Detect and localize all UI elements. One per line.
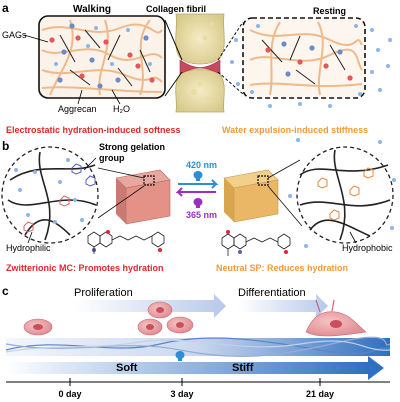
hydrophilic-network-chains	[7, 151, 97, 241]
walking-particles	[49, 23, 155, 89]
resting-particles	[250, 24, 362, 96]
gelation-pointer	[83, 157, 97, 171]
wavelength-420-label: 420 nm	[186, 160, 217, 170]
hydrophobic-label: Hydrophobic	[342, 243, 393, 253]
panel-a-letter: a	[2, 1, 9, 15]
purple-light-bulb-icon	[193, 198, 203, 208]
soft-label: Soft	[116, 362, 138, 374]
panel-b-letter: b	[2, 139, 9, 153]
band-wave-lines	[5, 336, 391, 358]
panel-c: c Proliferation Differentiation	[2, 284, 391, 399]
neutral-sp-caption: Neutral SP: Reduces hydration	[216, 263, 348, 273]
knee-joint-illustration	[175, 13, 225, 113]
day-0-label: 0 day	[58, 389, 81, 399]
zoom-line-right-bottom	[217, 71, 244, 95]
aggrecan-label: Aggrecan	[58, 104, 97, 114]
left-zoom-line-top	[97, 167, 145, 179]
soft-hydrogel-block	[115, 169, 171, 225]
zoom-line-right-top	[217, 21, 244, 61]
proliferating-cell-cluster	[137, 301, 194, 336]
right-zoom-line-top	[267, 159, 301, 179]
right-zoom-line-bottom	[267, 185, 303, 227]
single-cell	[23, 318, 53, 336]
zoom-line-left-top	[164, 19, 183, 61]
left-zoom-line-bottom	[97, 185, 145, 219]
gags-pointer	[23, 34, 49, 43]
differentiation-label: Differentiation	[238, 287, 306, 299]
hydrophobic-water-dots	[288, 138, 396, 248]
resting-aggrecan-strands	[261, 35, 346, 85]
hydrophobic-ring-motifs	[317, 167, 374, 221]
gags-label: GAGs	[2, 30, 27, 40]
wavelength-365-label: 365 nm	[186, 210, 217, 220]
walking-label: Walking	[73, 4, 111, 15]
resting-label: Resting	[313, 6, 346, 16]
hydrophilic-pointer	[27, 231, 33, 244]
soft-block-zoom-square	[143, 175, 155, 186]
stiff-hydrogel-block	[223, 169, 279, 223]
hydrophobic-network-chains	[299, 149, 391, 241]
forward-arrow	[178, 179, 219, 189]
panel-c-letter: c	[2, 284, 9, 298]
zoom-line-left-bottom	[164, 71, 183, 97]
expelled-water-drops	[230, 28, 392, 108]
walking-aggrecan-strands	[59, 29, 151, 87]
water-pointer	[111, 89, 121, 105]
light-bulb-icon	[175, 351, 185, 361]
panel-b: b Strong gelation group	[1, 138, 396, 273]
resting-fibers	[249, 21, 363, 96]
stiff-label: Stiff	[232, 362, 254, 374]
panel-a: a Walking Collagen fibril Resting	[2, 1, 392, 135]
reverse-arrow	[175, 187, 216, 197]
day-3-label: 3 day	[170, 389, 193, 399]
hydrophobic-network-circle	[296, 146, 394, 244]
hydrophilic-ring-motifs	[23, 163, 96, 233]
zwitterionic-caption: Zwitterionic MC: Promotes hydration	[6, 263, 164, 273]
aggrecan-pointer	[77, 89, 83, 105]
softness-caption: Electrostatic hydration-induced softness	[6, 125, 181, 135]
collagen-fibril-label: Collagen fibril	[146, 4, 206, 14]
strong-gelation-label-line2: group	[99, 153, 125, 163]
soft-to-stiff-arrow	[6, 362, 370, 374]
hydrophobic-pointer	[349, 231, 357, 244]
blue-light-bulb-icon	[193, 171, 203, 181]
water-label: H₂O	[113, 104, 130, 114]
spiropyran-structure	[221, 230, 291, 256]
stiff-block-zoom-square	[257, 175, 269, 186]
soft-to-stiff-arrow-head	[368, 356, 384, 380]
hydrophilic-label: Hydrophilic	[6, 243, 51, 253]
stiffness-caption: Water expulsion-induced stiffness	[222, 125, 368, 135]
proliferation-label: Proliferation	[74, 287, 133, 299]
differentiated-cell	[305, 299, 367, 337]
hydrophilic-network-circle	[1, 146, 99, 244]
merocyanine-structure	[87, 230, 165, 254]
hydrophilic-water-dots	[14, 158, 84, 224]
day-21-label: 21 day	[306, 389, 334, 399]
differentiation-arrow	[238, 294, 328, 318]
strong-gelation-label-line1: Strong gelation	[99, 142, 165, 152]
